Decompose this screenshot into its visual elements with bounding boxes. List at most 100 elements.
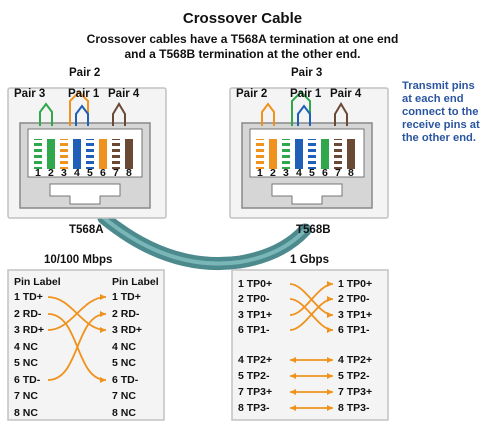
t568a-label: T568A	[69, 224, 104, 236]
pin-label-row: 5 NC	[112, 357, 136, 369]
wire-2	[269, 139, 277, 169]
wire-stripe	[112, 164, 120, 167]
table-10-100-heading: 10/100 Mbps	[44, 254, 113, 266]
wire-stripe	[86, 164, 94, 167]
pin-label-row: 7 NC	[14, 390, 38, 402]
pin-label-row: 5 TP2-	[338, 370, 370, 382]
wire-stripe	[282, 158, 290, 161]
wire-stripe	[34, 152, 42, 155]
t568b-wires	[256, 139, 355, 169]
wire-stripe	[60, 152, 68, 155]
pin-label-row: 4 TP2+	[338, 354, 373, 366]
pin-number: 1	[35, 167, 41, 179]
wire-6	[99, 139, 107, 169]
wire-stripe	[34, 146, 42, 149]
t568a-pair-right-label: Pair 4	[108, 88, 140, 100]
table-1gbps-frame	[231, 269, 389, 421]
pin-number: 8	[126, 167, 132, 179]
pin-label-row: 8 NC	[112, 407, 136, 419]
t568a-pair-mid-label: Pair 1	[68, 88, 100, 100]
wire-6	[321, 139, 329, 169]
table-10-100-left-header: Pin Label	[14, 276, 61, 288]
subtitle-line-1: Crossover cables have a T568A terminatio…	[86, 32, 399, 46]
side-note: Transmit pins at each end connect to the…	[402, 80, 480, 144]
pin-number: 7	[335, 167, 341, 179]
t568b-pair-indicators	[261, 90, 348, 126]
pin-label-row: 1 TP0+	[338, 278, 373, 290]
pin-label-row: 4 NC	[112, 341, 136, 353]
t568a-pair-left-label: Pair 3	[14, 88, 46, 100]
pin-number: 4	[74, 167, 80, 179]
pin-label-row: 3 TP1+	[338, 309, 373, 321]
t568b-pair-mid-label: Pair 1	[290, 88, 322, 100]
pin-label-row: 7 TP3+	[238, 386, 273, 398]
wire-stripe	[334, 140, 342, 143]
wire-stripe	[308, 164, 316, 167]
t568b-pair-top-label: Pair 3	[291, 67, 323, 79]
pin-number: 2	[270, 167, 276, 179]
pin-label-row: 3 RD+	[14, 324, 45, 336]
table-10-100-arrows	[47, 294, 107, 383]
pin-label-row: 4 NC	[14, 341, 38, 353]
pin-number: 5	[87, 167, 93, 179]
pin-label-row: 8 TP3-	[238, 402, 270, 414]
pin-label-row: 8 NC	[14, 407, 38, 419]
wire-stripe	[34, 158, 42, 161]
pin-label-row: 2 RD-	[112, 308, 140, 320]
pin-label-row: 2 RD-	[14, 308, 42, 320]
wire-stripe	[112, 158, 120, 161]
wire-8	[125, 139, 133, 169]
pin-number: 6	[100, 167, 106, 179]
table-10-100-right-header: Pin Label	[112, 276, 159, 288]
wire-stripe	[308, 146, 316, 149]
wire-stripe	[86, 152, 94, 155]
wire-stripe	[86, 146, 94, 149]
pin-label-row: 5 NC	[14, 357, 38, 369]
wire-stripe	[282, 164, 290, 167]
wire-stripe	[60, 164, 68, 167]
wire-stripe	[34, 164, 42, 167]
wire-2	[47, 139, 55, 169]
wire-stripe	[308, 152, 316, 155]
pin-number: 2	[48, 167, 54, 179]
wire-stripe	[282, 146, 290, 149]
wire-stripe	[60, 140, 68, 143]
pin-label-row: 4 TP2+	[238, 354, 273, 366]
t568a-pair-top-label: Pair 2	[69, 67, 101, 79]
table-1gbps-heading: 1 Gbps	[290, 254, 329, 266]
wire-stripe	[334, 152, 342, 155]
wire-stripe	[334, 164, 342, 167]
pin-label-row: 6 TD-	[14, 374, 41, 386]
pin-label-row: 1 TD+	[14, 291, 43, 303]
wire-stripe	[256, 146, 264, 149]
wire-stripe	[86, 140, 94, 143]
t568a-pair-indicators	[39, 90, 126, 126]
pin-label-row: 6 TD-	[112, 374, 139, 386]
pin-label-row: 1 TD+	[112, 291, 141, 303]
wire-stripe	[282, 140, 290, 143]
t568b-label: T568B	[296, 224, 331, 236]
pin-label-row: 5 TP2-	[238, 370, 270, 382]
wire-4	[295, 139, 303, 169]
wire-stripe	[112, 152, 120, 155]
page-title: Crossover Cable	[182, 10, 303, 27]
wire-stripe	[86, 158, 94, 161]
wire-stripe	[34, 140, 42, 143]
pin-number: 4	[296, 167, 302, 179]
pin-label-row: 2 TP0-	[338, 293, 370, 305]
table-1gbps-arrows	[289, 281, 334, 411]
pin-number: 3	[61, 167, 67, 179]
wire-stripe	[282, 152, 290, 155]
wire-stripe	[60, 158, 68, 161]
pin-label-row: 6 TP1-	[338, 324, 370, 336]
pin-number: 5	[309, 167, 315, 179]
wire-stripe	[256, 158, 264, 161]
pin-number: 3	[283, 167, 289, 179]
subtitle-line-2: and a T568B termination at the other end…	[124, 47, 361, 61]
wire-stripe	[60, 146, 68, 149]
wire-stripe	[256, 140, 264, 143]
pin-number: 1	[257, 167, 263, 179]
pin-label-row: 1 TP0+	[238, 278, 273, 290]
crossover-cable-highlight	[102, 216, 307, 266]
